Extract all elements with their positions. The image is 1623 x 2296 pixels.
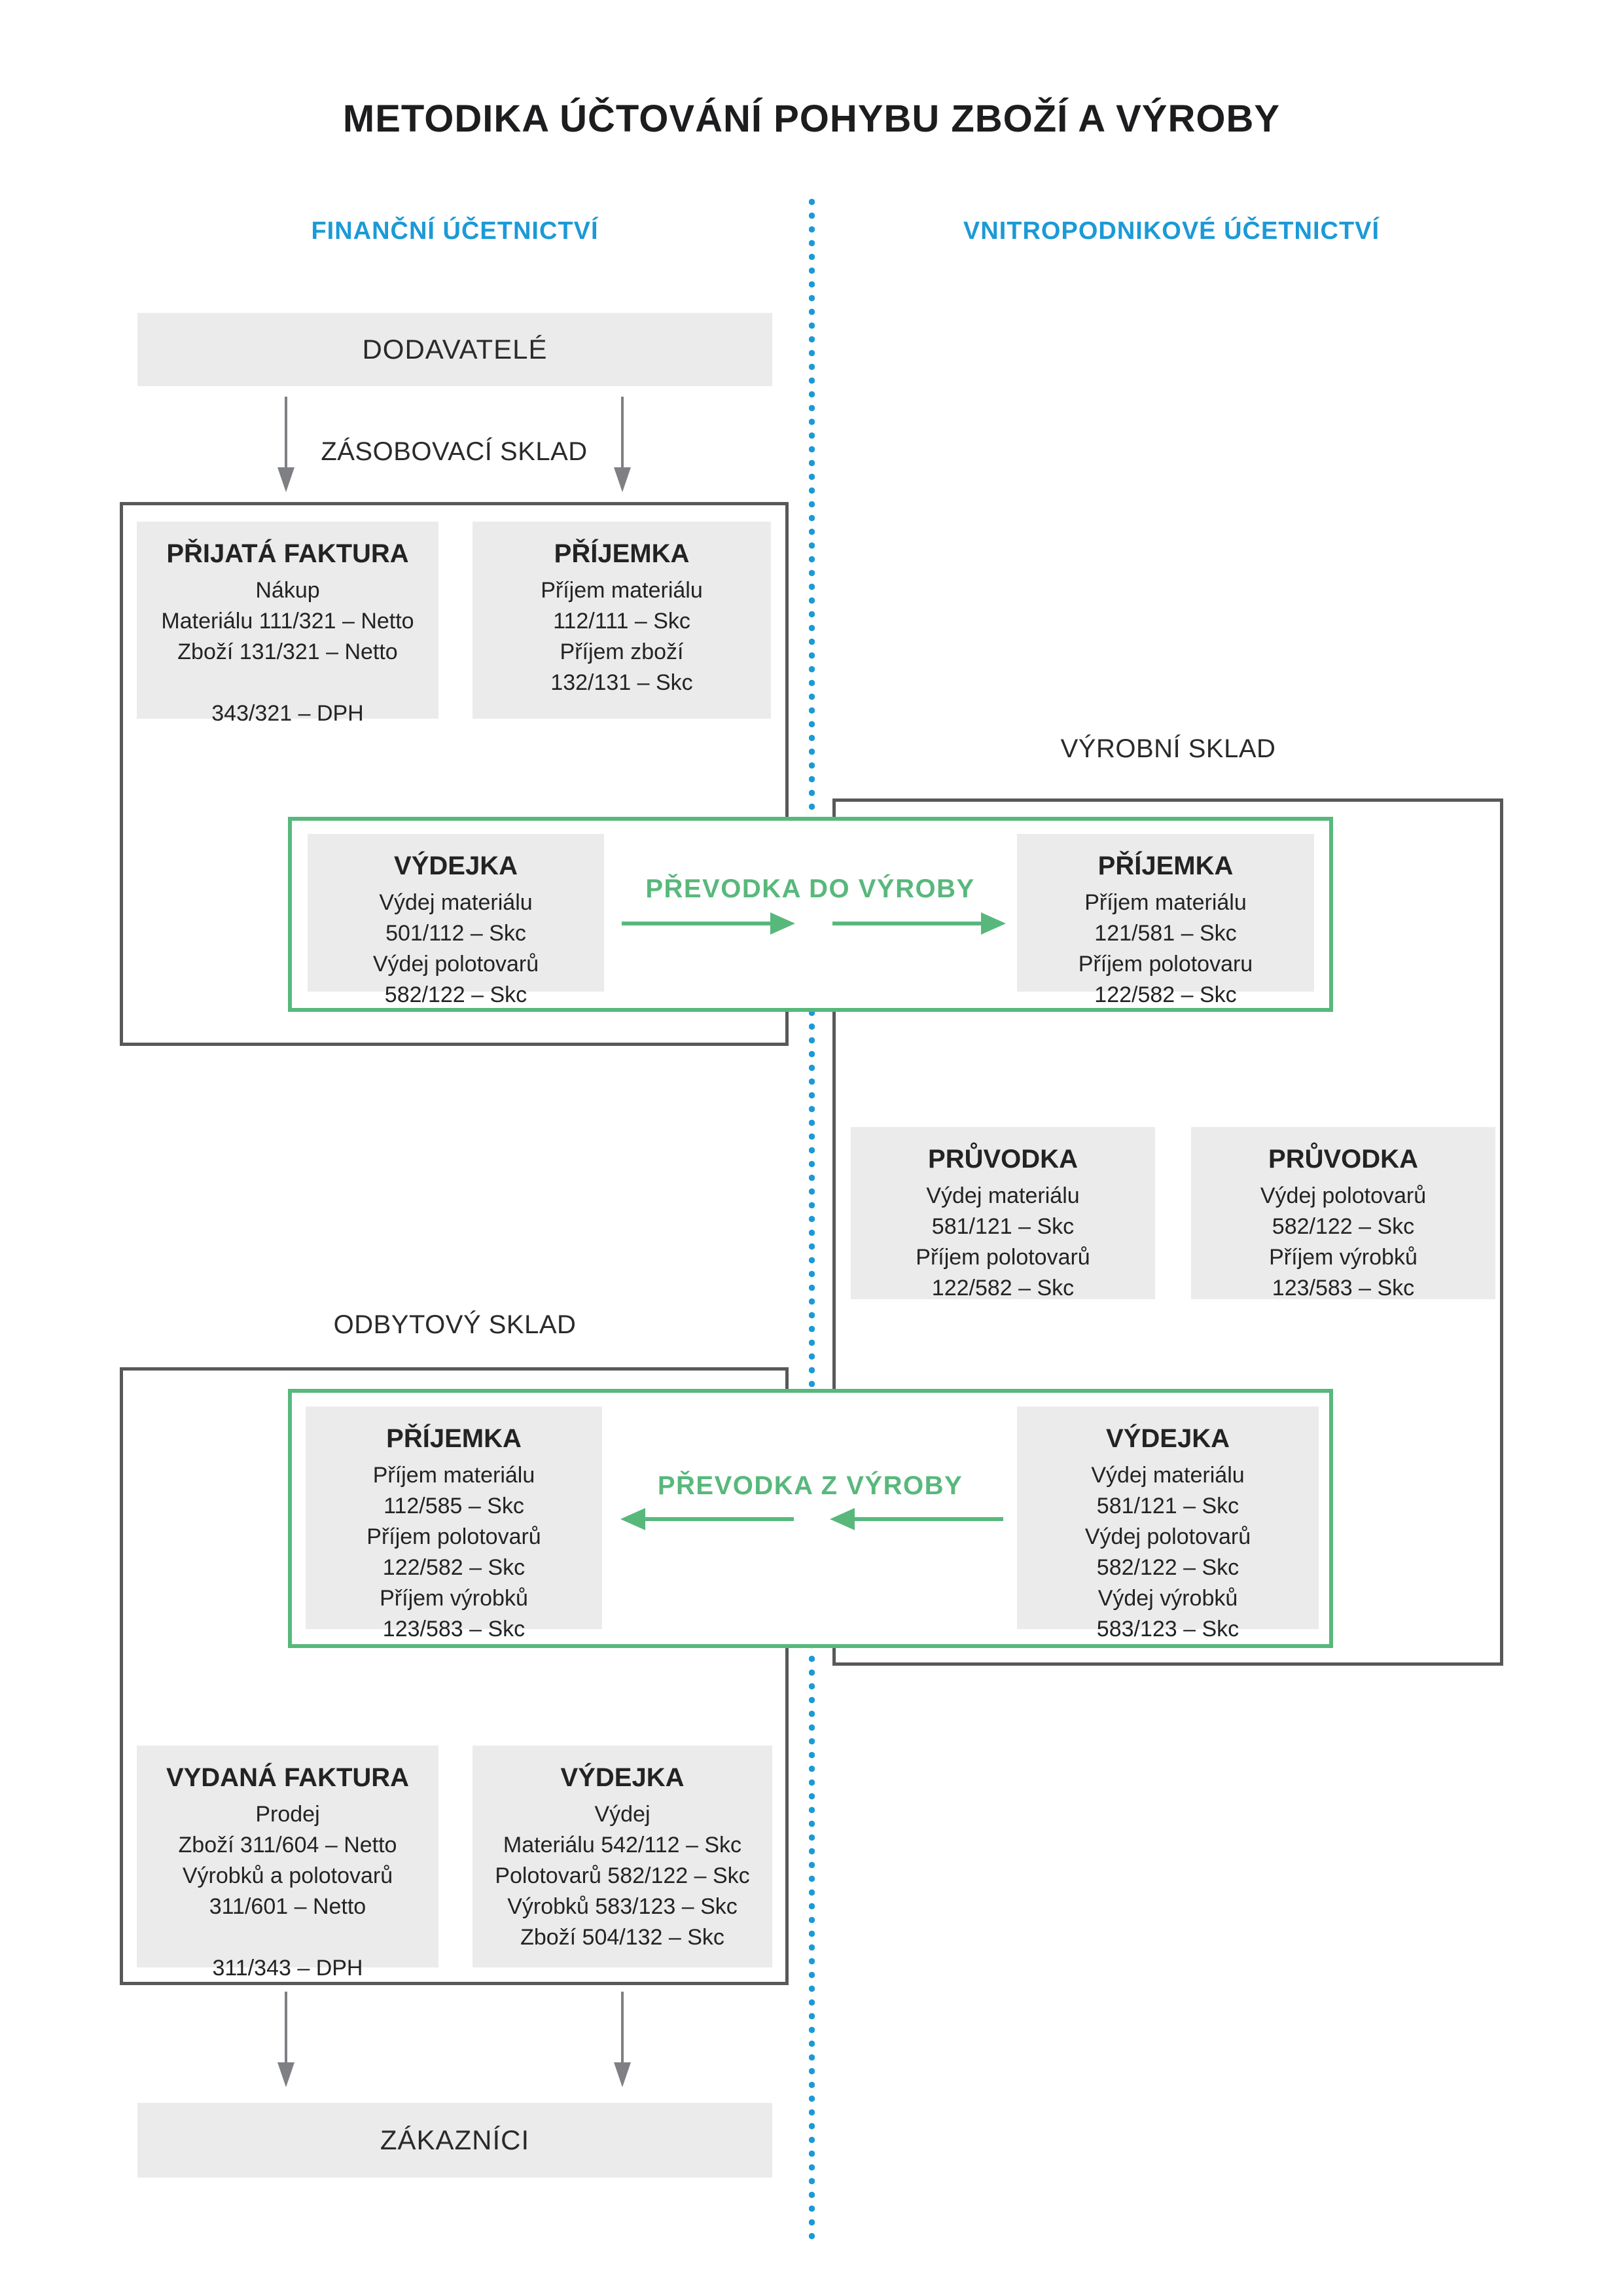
arrow-head: [614, 467, 631, 492]
transfer-from-production-label: PŘEVODKA Z VÝROBY: [657, 1471, 963, 1500]
card-lines: Nákup Materiálu 111/321 – Netto Zboží 13…: [161, 578, 414, 726]
card-prijemka-vyrobni: PŘÍJEMKA Příjem materiálu 121/581 – Skc …: [1017, 834, 1314, 1007]
customers-band: ZÁKAZNÍCI: [137, 2103, 772, 2178]
card-title: PŘÍJEMKA: [554, 539, 690, 568]
arrow-head: [981, 912, 1006, 935]
card-vydejka-z-vyroby: VÝDEJKA Výdej materiálu 581/121 – Skc Vý…: [1017, 1407, 1319, 1641]
arrow-stem: [285, 1992, 287, 2064]
arrow-head: [277, 467, 294, 492]
card-vydejka-do-vyroby: VÝDEJKA Výdej materiálu 501/112 – Skc Vý…: [308, 834, 604, 1007]
supply-warehouse-label: ZÁSOBOVACÍ SKLAD: [321, 437, 588, 466]
arrow-stem: [832, 922, 982, 925]
card-title: VÝDEJKA: [560, 1763, 685, 1792]
card-lines: Výdej materiálu 501/112 – Skc Výdej polo…: [372, 890, 539, 1007]
arrow-right-icon: [622, 912, 795, 935]
card-title: PŘÍJEMKA: [386, 1424, 522, 1453]
card-title: VÝDEJKA: [394, 852, 518, 880]
card-lines: Příjem materiálu 112/111 – Skc Příjem zb…: [541, 578, 703, 695]
arrow-left-icon: [830, 1508, 1003, 1530]
card-lines: Výdej materiálu 581/121 – Skc Příjem pol…: [916, 1183, 1090, 1300]
sales-warehouse-label: ODBYTOVÝ SKLAD: [333, 1310, 577, 1339]
arrow-down-icon: [270, 1992, 302, 2090]
card-title: VÝDEJKA: [1106, 1424, 1230, 1453]
card-prijata-faktura: PŘIJATÁ FAKTURA Nákup Materiálu 111/321 …: [137, 522, 438, 726]
column-header-financial: FINANČNÍ ÚČETNICTVÍ: [311, 217, 599, 245]
arrow-stem: [621, 397, 624, 469]
arrow-stem: [853, 1517, 1003, 1521]
production-warehouse-label: VÝROBNÍ SKLAD: [1060, 734, 1276, 763]
card-title: PŘIJATÁ FAKTURA: [166, 539, 409, 568]
suppliers-band: DODAVATELÉ: [137, 313, 772, 386]
card-pruvodka-1: PRŮVODKA Výdej materiálu 581/121 – Skc P…: [851, 1127, 1155, 1300]
card-title: VYDANÁ FAKTURA: [166, 1763, 410, 1792]
card-title: PRŮVODKA: [928, 1145, 1078, 1174]
arrow-stem: [621, 1992, 624, 2064]
card-prijemka-odbytovy: PŘÍJEMKA Příjem materiálu 112/585 – Skc …: [306, 1407, 602, 1641]
arrow-down-icon: [606, 397, 639, 495]
card-title: PRŮVODKA: [1268, 1145, 1418, 1174]
arrow-stem: [285, 397, 287, 469]
arrow-stem: [622, 922, 772, 925]
arrow-left-icon: [620, 1508, 794, 1530]
card-lines: Výdej materiálu 581/121 – Skc Výdej polo…: [1084, 1463, 1251, 1641]
card-vydana-faktura: VYDANÁ FAKTURA Prodej Zboží 311/604 – Ne…: [137, 1746, 438, 1981]
arrow-head: [770, 912, 795, 935]
arrow-head: [620, 1508, 645, 1530]
card-lines: Příjem materiálu 121/581 – Skc Příjem po…: [1078, 890, 1253, 1007]
arrow-head: [277, 2062, 294, 2087]
card-vydejka-prodej: VÝDEJKA Výdej Materiálu 542/112 – Skc Po…: [473, 1746, 772, 1967]
arrow-down-icon: [270, 397, 302, 495]
card-title: PŘÍJEMKA: [1097, 852, 1234, 880]
page-title: METODIKA ÚČTOVÁNÍ POHYBU ZBOŽÍ A VÝROBY: [342, 98, 1281, 140]
arrow-stem: [644, 1517, 794, 1521]
card-lines: Výdej polotovarů 582/122 – Skc Příjem vý…: [1260, 1183, 1427, 1300]
divider-dotted-line: [809, 195, 815, 2246]
arrow-head: [830, 1508, 855, 1530]
column-header-internal: VNITROPODNIKOVÉ ÚČETNICTVÍ: [963, 217, 1380, 245]
card-prijemka-zasobovaci: PŘÍJEMKA Příjem materiálu 112/111 – Skc …: [473, 522, 771, 719]
transfer-to-production-label: PŘEVODKA DO VÝROBY: [645, 874, 975, 903]
arrow-right-icon: [832, 912, 1006, 935]
card-pruvodka-2: PRŮVODKA Výdej polotovarů 582/122 – Skc …: [1191, 1127, 1495, 1300]
arrow-head: [614, 2062, 631, 2087]
card-lines: Příjem materiálu 112/585 – Skc Příjem po…: [366, 1463, 541, 1641]
card-lines: Prodej Zboží 311/604 – Netto Výrobků a p…: [178, 1802, 397, 1981]
arrow-down-icon: [606, 1992, 639, 2090]
card-lines: Výdej Materiálu 542/112 – Skc Polotovarů…: [495, 1802, 750, 1950]
